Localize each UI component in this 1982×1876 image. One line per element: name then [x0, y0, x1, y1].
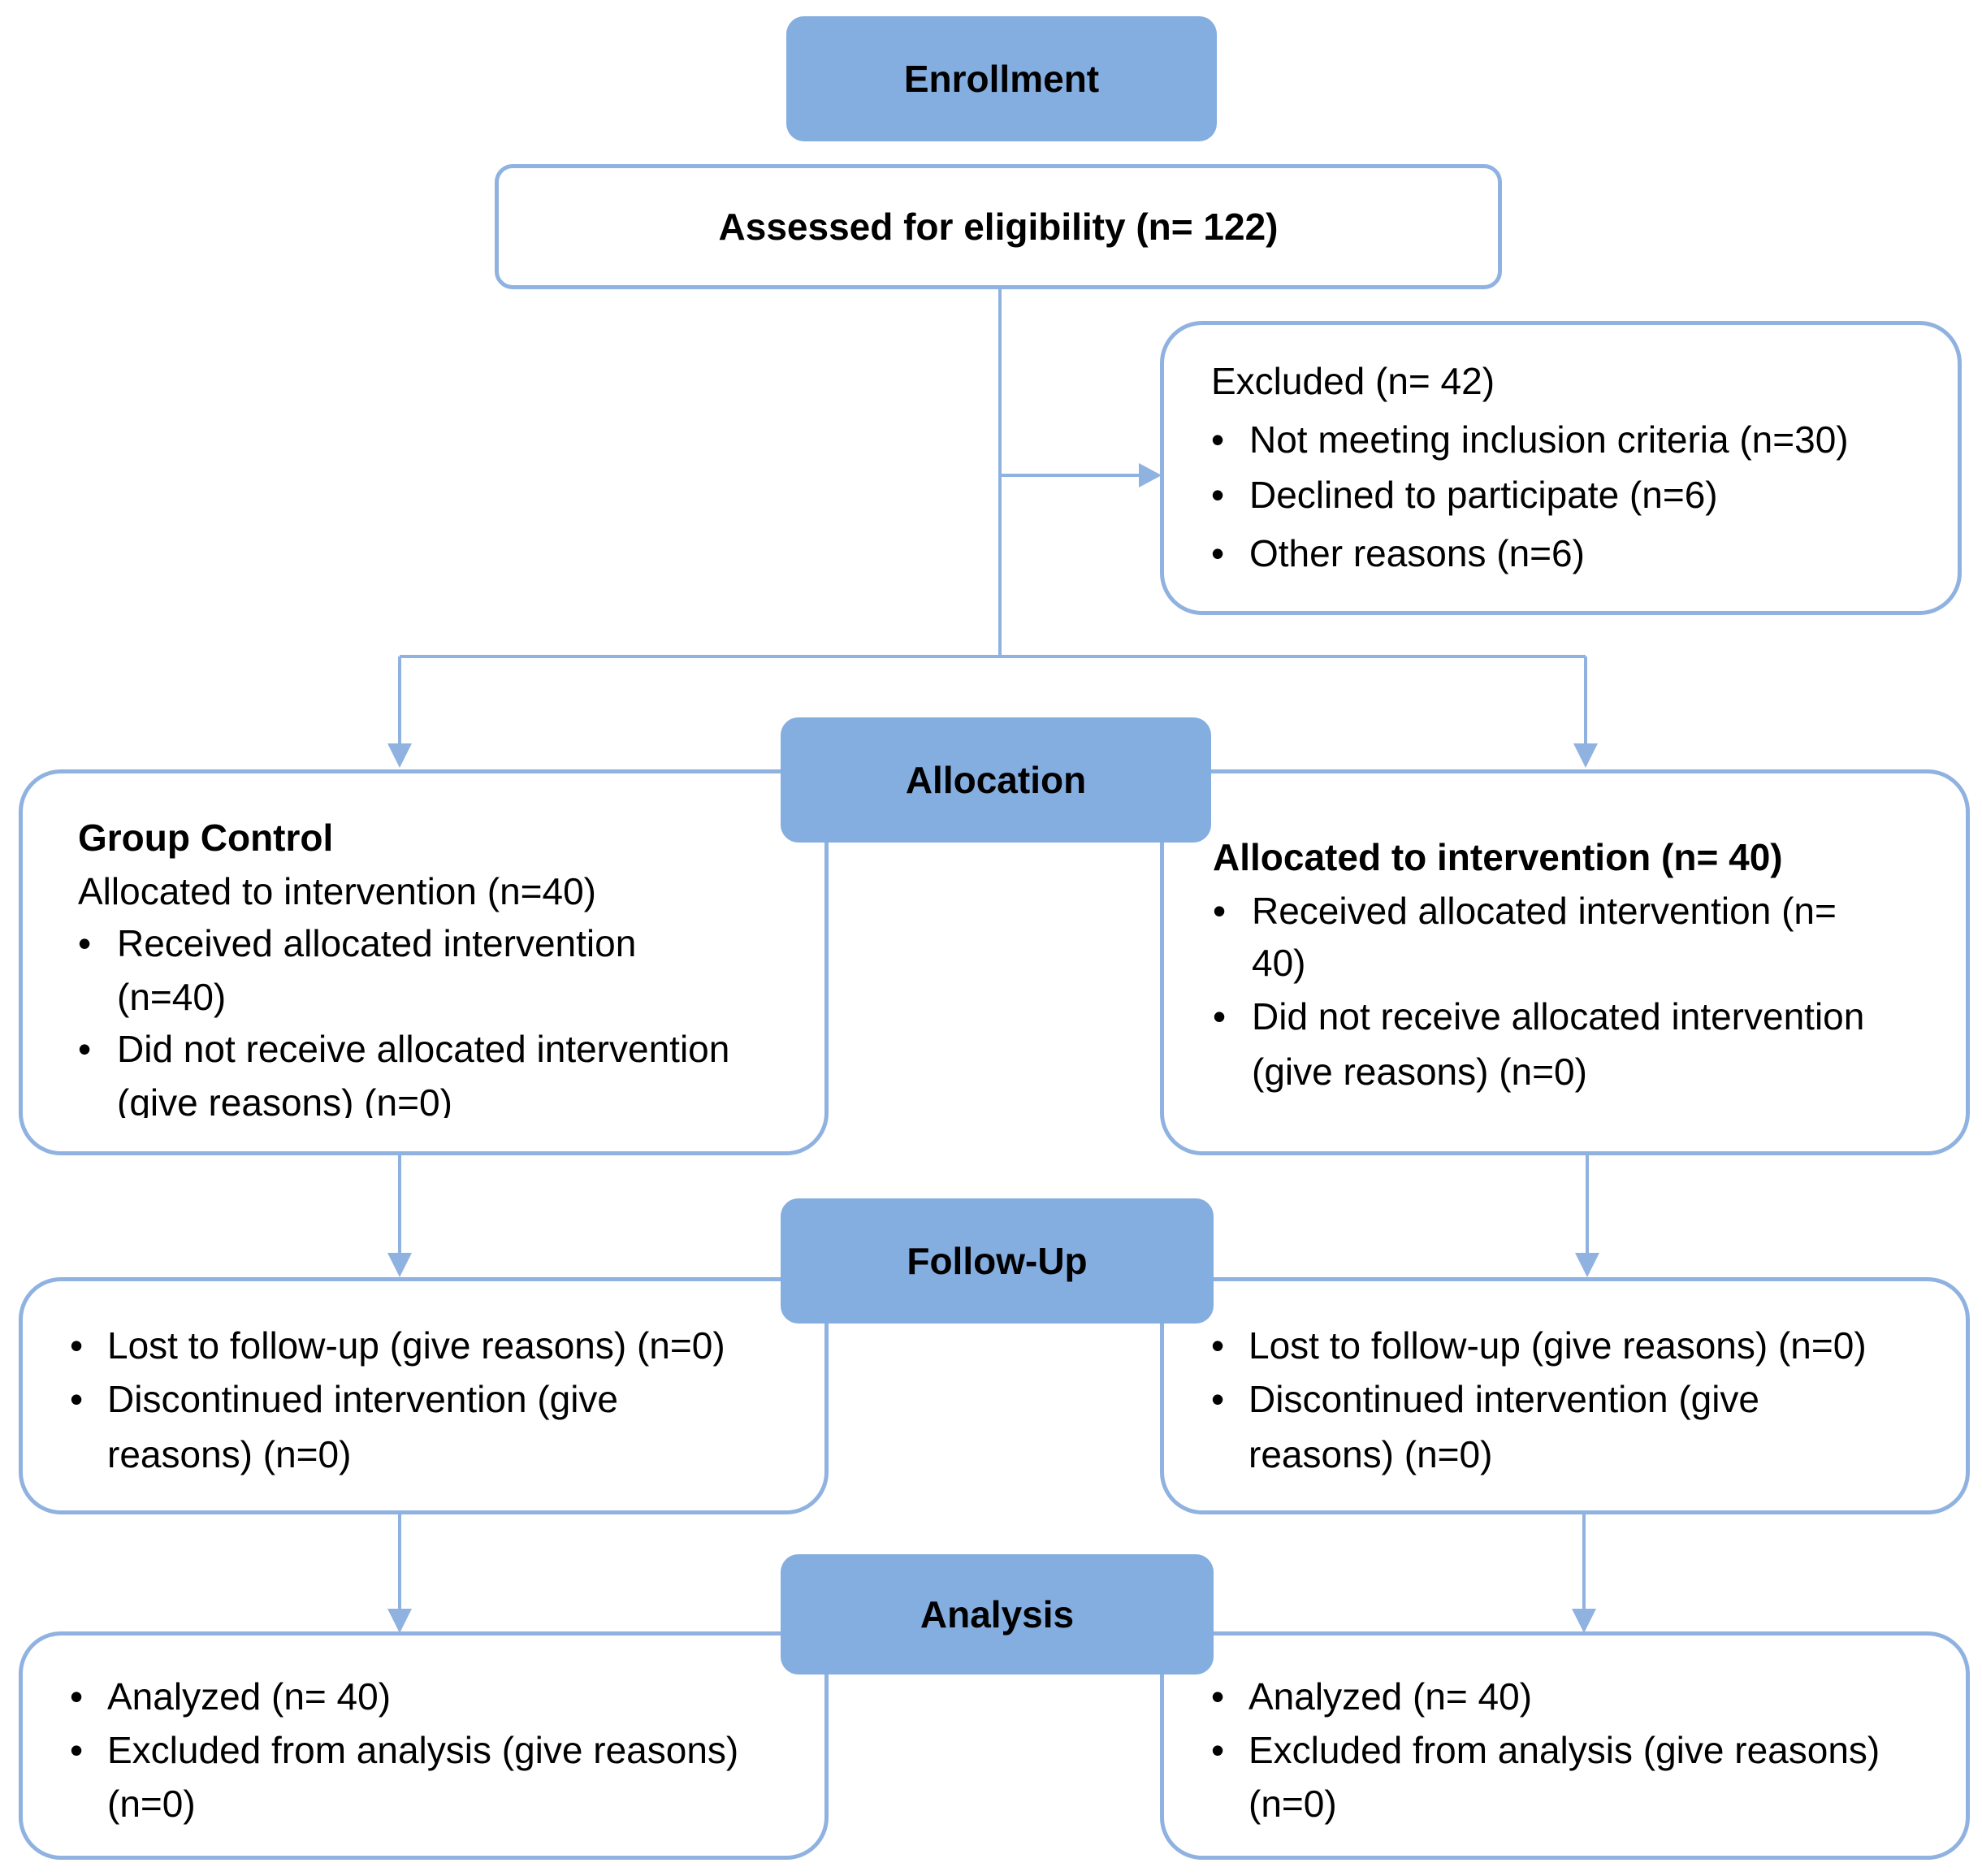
followup-intervention-box: • Lost to follow-up (give reasons) (n=0)… — [1160, 1277, 1970, 1514]
stage-allocation: Allocation — [781, 717, 1211, 843]
followup-control-lost: Lost to follow-up (give reasons) (n=0) — [107, 1324, 725, 1367]
stage-analysis: Analysis — [781, 1554, 1214, 1675]
control-not-received-line2: (give reasons) (n=0) — [117, 1081, 452, 1118]
excluded-title: Excluded (n= 42) — [1211, 360, 1495, 402]
excluded-box: Excluded (n= 42) • Not meeting inclusion… — [1160, 321, 1962, 615]
bullet: • — [1211, 1729, 1225, 1771]
analysis-control-box: • Analyzed (n= 40) • Excluded from analy… — [19, 1631, 829, 1860]
analysis-intervention-box: • Analyzed (n= 40) • Excluded from analy… — [1160, 1631, 1970, 1860]
intervention-received-line1: Received allocated intervention (n= — [1252, 890, 1837, 932]
bullet: • — [1211, 418, 1225, 461]
assessed-label: Assessed for eligibility (n= 122) — [718, 206, 1279, 248]
analysis-intervention-excluded-line2: (n=0) — [1248, 1783, 1337, 1825]
bullet: • — [1211, 1378, 1225, 1420]
stage-follow-up: Follow-Up — [781, 1198, 1214, 1324]
arrow-to-control — [387, 743, 412, 768]
stage-analysis-label: Analysis — [920, 1593, 1075, 1636]
stage-enrollment-label: Enrollment — [903, 58, 1100, 100]
intervention-allocation-box: Allocated to intervention (n= 40) • Rece… — [1160, 769, 1970, 1155]
control-title: Group Control — [78, 817, 334, 859]
intervention-title: Allocated to intervention (n= 40) — [1213, 836, 1783, 878]
intervention-received-line2: 40) — [1252, 942, 1306, 984]
bullet: • — [1213, 995, 1227, 1038]
intervention-not-received-line1: Did not receive allocated intervention — [1252, 995, 1865, 1038]
bullet: • — [1211, 1675, 1225, 1718]
followup-control-discontinued-line1: Discontinued intervention (give — [107, 1378, 619, 1420]
arrow-followup-analysis-left — [387, 1609, 412, 1633]
followup-intervention-discontinued-line1: Discontinued intervention (give — [1248, 1378, 1760, 1420]
intervention-not-received-line2: (give reasons) (n=0) — [1252, 1051, 1587, 1093]
bullet: • — [70, 1378, 84, 1420]
arrow-to-intervention — [1573, 743, 1598, 768]
excluded-item: Declined to participate (n=6) — [1249, 474, 1718, 516]
stage-enrollment: Enrollment — [786, 16, 1217, 141]
stage-follow-up-label: Follow-Up — [907, 1240, 1088, 1282]
bullet: • — [70, 1675, 84, 1718]
analysis-control-analyzed: Analyzed (n= 40) — [107, 1675, 392, 1718]
assessed-box: Assessed for eligibility (n= 122) — [495, 164, 1502, 289]
control-received-line2: (n=40) — [117, 976, 227, 1018]
bullet: • — [70, 1729, 84, 1771]
bullet: • — [1211, 474, 1225, 516]
arrow-to-excluded — [1139, 463, 1162, 487]
arrow-intervention-followup — [1575, 1253, 1599, 1277]
bullet: • — [1211, 532, 1225, 574]
bullet: • — [78, 1028, 92, 1070]
control-subtitle: Allocated to intervention (n=40) — [78, 870, 597, 912]
followup-intervention-discontinued-line2: reasons) (n=0) — [1248, 1433, 1493, 1475]
bullet: • — [70, 1324, 84, 1367]
analysis-control-excluded-line2: (n=0) — [107, 1783, 196, 1825]
control-allocation-box: Group Control Allocated to intervention … — [19, 769, 829, 1155]
excluded-item: Not meeting inclusion criteria (n=30) — [1249, 418, 1849, 461]
analysis-intervention-analyzed: Analyzed (n= 40) — [1248, 1675, 1533, 1718]
arrow-control-followup — [387, 1253, 412, 1277]
followup-control-discontinued-line2: reasons) (n=0) — [107, 1433, 352, 1475]
followup-control-box: • Lost to follow-up (give reasons) (n=0)… — [19, 1277, 829, 1514]
analysis-intervention-excluded-line1: Excluded from analysis (give reasons) — [1248, 1729, 1880, 1771]
control-received-line1: Received allocated intervention — [117, 922, 637, 964]
analysis-control-excluded-line1: Excluded from analysis (give reasons) — [107, 1729, 739, 1771]
bullet: • — [1213, 890, 1227, 932]
excluded-item: Other reasons (n=6) — [1249, 532, 1585, 574]
arrow-followup-analysis-right — [1572, 1609, 1596, 1633]
control-not-received-line1: Did not receive allocated intervention — [117, 1028, 730, 1070]
stage-allocation-label: Allocation — [905, 759, 1087, 801]
bullet: • — [78, 922, 92, 964]
followup-intervention-lost: Lost to follow-up (give reasons) (n=0) — [1248, 1324, 1867, 1367]
bullet: • — [1211, 1324, 1225, 1367]
